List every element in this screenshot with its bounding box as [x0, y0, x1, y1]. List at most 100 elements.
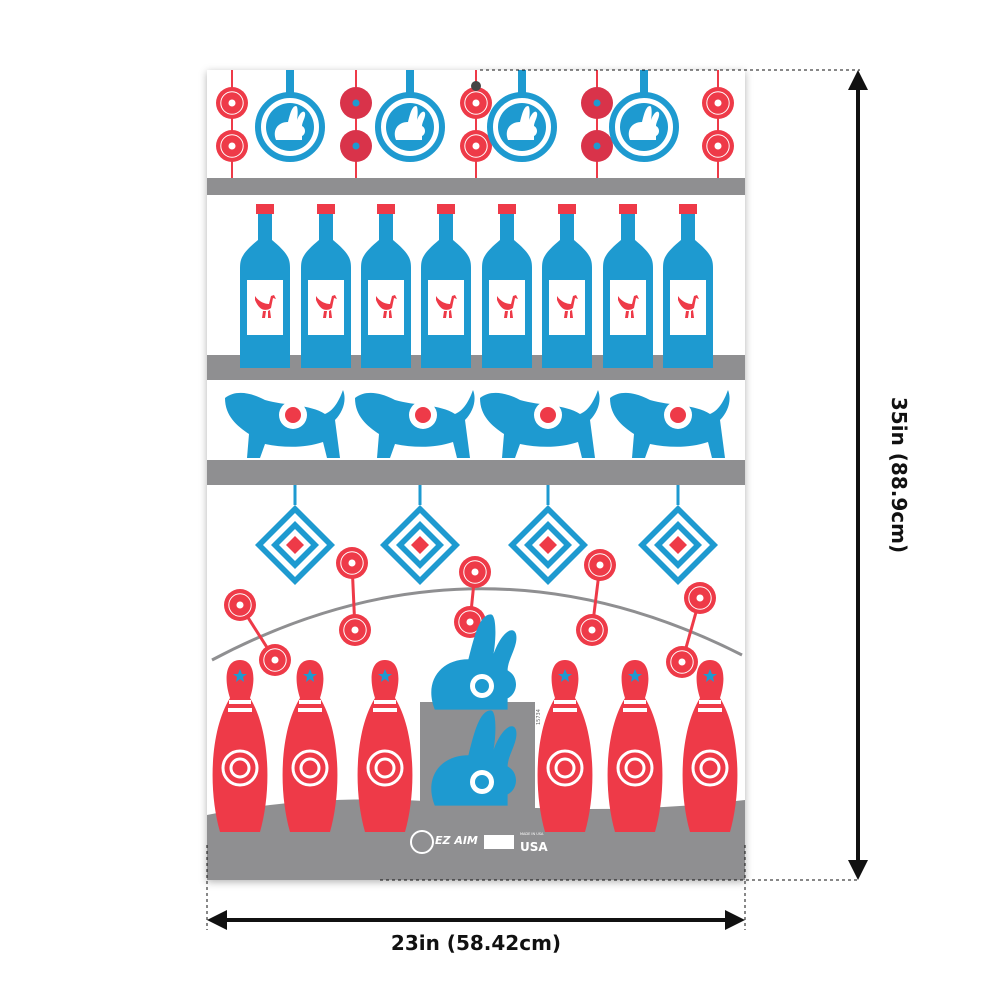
pin-body	[682, 660, 738, 832]
star-icon	[558, 669, 572, 682]
pin-ring	[299, 757, 321, 779]
rabbit-icon	[431, 614, 517, 710]
diamond-center	[286, 536, 304, 554]
bottle-cap	[679, 204, 697, 214]
spinner-ring	[220, 91, 244, 115]
spinner-ring	[588, 553, 612, 577]
sku-label: 15734	[536, 709, 542, 725]
star-icon	[303, 669, 317, 682]
pin-stripe	[299, 700, 321, 704]
pin-body	[212, 660, 268, 832]
ground	[207, 799, 745, 880]
pin-body	[607, 660, 663, 832]
pin-stripe	[373, 708, 397, 712]
outer-ring	[609, 92, 679, 162]
ring-hanger	[518, 70, 526, 95]
spinner-ring	[706, 134, 730, 158]
rabbit-target	[431, 614, 517, 710]
spinner-center	[696, 594, 704, 602]
spinner-center	[236, 601, 244, 609]
swing-spinner	[336, 547, 371, 646]
spinner-center	[472, 99, 480, 107]
bowling-pin	[607, 660, 663, 832]
pin-ring	[291, 749, 329, 787]
bottle	[663, 204, 713, 368]
spinner-center	[228, 142, 236, 150]
red-spinner-pair	[340, 70, 372, 178]
red-spinner-pair	[702, 70, 734, 178]
bottle-cap	[256, 204, 274, 214]
blue-rabbit-ring	[375, 70, 445, 162]
spinner-ring	[340, 551, 364, 575]
width-label: 23in (58.42cm)	[391, 931, 561, 955]
ring-hanger	[286, 70, 294, 95]
spinner-ring	[688, 586, 712, 610]
rooster-icon	[255, 295, 276, 318]
pin-body	[357, 660, 413, 832]
diamond-center	[411, 536, 429, 554]
pin-ring	[699, 757, 721, 779]
groundhog-target	[355, 390, 475, 458]
spinner-center	[471, 568, 479, 576]
outer-ring	[375, 92, 445, 162]
pin-stripe	[699, 700, 721, 704]
bottle-cap	[317, 204, 335, 214]
spinner-ring	[670, 650, 694, 674]
star-icon	[233, 669, 247, 682]
spinner-center	[228, 99, 236, 107]
spinner-ring	[263, 648, 287, 672]
barcode	[484, 835, 514, 849]
bottle-cap	[498, 204, 516, 214]
bottle-cap	[619, 204, 637, 214]
pin-stripe	[374, 700, 396, 704]
rabbit-icon	[506, 106, 538, 140]
outer-ring	[255, 92, 325, 162]
pin-body	[537, 660, 593, 832]
diamond-center	[669, 536, 687, 554]
svg-text:EZ AIM: EZ AIM	[435, 834, 478, 847]
rooster-icon	[678, 295, 699, 318]
pin-ring	[624, 757, 646, 779]
bowling-pin	[682, 660, 738, 832]
spinner-ring	[464, 134, 488, 158]
swing-spinner	[224, 589, 291, 676]
rabbit-icon	[431, 710, 517, 806]
blue-rabbit-ring	[487, 70, 557, 162]
spinner-center	[472, 142, 480, 150]
swing-spinner	[666, 582, 716, 678]
spinner-center	[352, 142, 360, 150]
bottle	[542, 204, 592, 368]
shelf	[207, 178, 745, 195]
pin-ring	[374, 757, 396, 779]
groundhog-target	[480, 390, 600, 458]
bottle	[361, 204, 411, 368]
hang-hole	[471, 81, 481, 91]
groundhog-target	[225, 390, 345, 458]
bottle-cap	[437, 204, 455, 214]
bottle	[240, 204, 290, 368]
pin-stripe	[554, 700, 576, 704]
spinner-center	[714, 99, 722, 107]
rabbit-icon	[274, 106, 306, 140]
blue-rabbit-ring	[255, 70, 325, 162]
spinner-ring	[220, 134, 244, 158]
spinner-center	[348, 559, 356, 567]
rooster-icon	[557, 295, 578, 318]
rooster-icon	[316, 295, 337, 318]
pin-ring	[554, 757, 576, 779]
spinner-ring	[343, 618, 367, 642]
pin-ring	[366, 749, 404, 787]
target-bull	[285, 407, 301, 423]
origin-label: USA	[520, 840, 548, 854]
rabbit-icon	[394, 106, 426, 140]
spinner-center	[593, 142, 601, 150]
rabbit-target	[431, 710, 517, 806]
bowling-pin	[537, 660, 593, 832]
pin-stripe	[624, 700, 646, 704]
bottle-cap	[558, 204, 576, 214]
diamond-target	[255, 485, 335, 585]
pin-ring	[546, 749, 584, 787]
spinner-center	[466, 618, 474, 626]
red-spinner-pair	[581, 70, 613, 178]
spinner-ring	[706, 91, 730, 115]
